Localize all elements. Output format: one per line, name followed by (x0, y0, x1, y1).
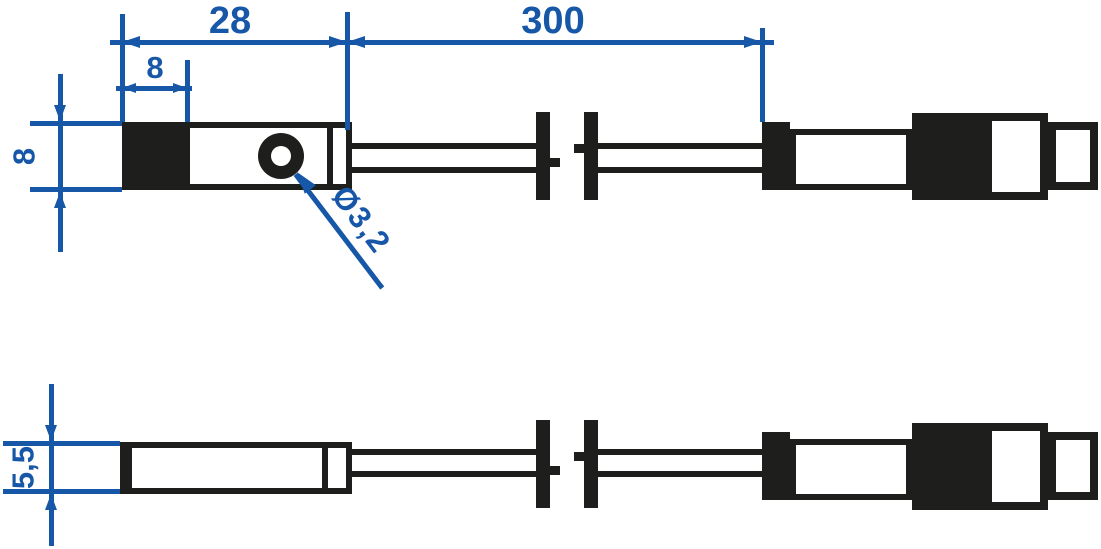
connector-coupling (984, 113, 1048, 200)
cable-top-line (352, 449, 536, 455)
dim-arrow (173, 83, 187, 93)
dim-arrow (122, 83, 136, 93)
extension-line (120, 14, 125, 122)
connector-tip (1048, 122, 1098, 190)
body-end-divider (322, 442, 328, 494)
dim-height-line (58, 74, 63, 252)
connector-body (790, 129, 912, 190)
cable-top-line (598, 143, 762, 149)
connector-tip (1048, 432, 1098, 500)
cable-top-line (352, 143, 536, 149)
dim-arrow (122, 36, 140, 48)
extension-line (760, 28, 765, 122)
sensor-body-outline (120, 442, 352, 494)
cable-top-line (598, 449, 762, 455)
cable-bottom-line (598, 167, 762, 173)
dim-300-line (335, 40, 774, 45)
dim-arrow (45, 425, 57, 441)
dim-arrow (347, 36, 365, 48)
cable-break-mark (584, 420, 598, 508)
dim-28-label: 28 (208, 0, 252, 42)
connector-boot (762, 122, 790, 190)
cable-break-mark (584, 112, 598, 200)
dim-width-label: 5,5 (5, 445, 41, 490)
cable-break-mark (536, 112, 550, 200)
dim-width-line (49, 384, 54, 546)
extension-line (30, 121, 122, 126)
cable-bottom-line (352, 471, 536, 477)
dim-28-line (110, 40, 347, 45)
dim-arrow (744, 36, 762, 48)
cable-break-mark (536, 420, 550, 508)
dim-8-label: 8 (146, 50, 164, 85)
connector-knurled-nut (912, 113, 990, 200)
cable-break-nub (550, 466, 560, 475)
connector-body (790, 439, 912, 500)
dim-8-line (116, 86, 192, 91)
dim-arrow (54, 105, 66, 121)
body-left-cap (120, 442, 132, 494)
cable-break-nub (574, 144, 584, 153)
cable-break-nub (550, 158, 560, 167)
dim-height-label: 8 (6, 147, 42, 166)
cable-break-nub (574, 452, 584, 461)
extension-line (185, 60, 190, 122)
dim-300-label: 300 (521, 0, 585, 42)
dim-arrow (45, 494, 57, 510)
extension-line (345, 12, 350, 130)
cable-bottom-line (598, 471, 762, 477)
body-end-divider (327, 122, 333, 190)
cable-bottom-line (352, 167, 536, 173)
extension-line (3, 489, 120, 494)
extension-line (30, 187, 122, 192)
connector-knurled-nut (912, 423, 990, 510)
extension-line (3, 441, 120, 446)
connector-boot (762, 432, 790, 500)
mounting-hole-bore (271, 146, 291, 166)
connector-coupling (984, 423, 1048, 510)
sensing-face (122, 122, 190, 190)
dim-arrow (54, 192, 66, 208)
